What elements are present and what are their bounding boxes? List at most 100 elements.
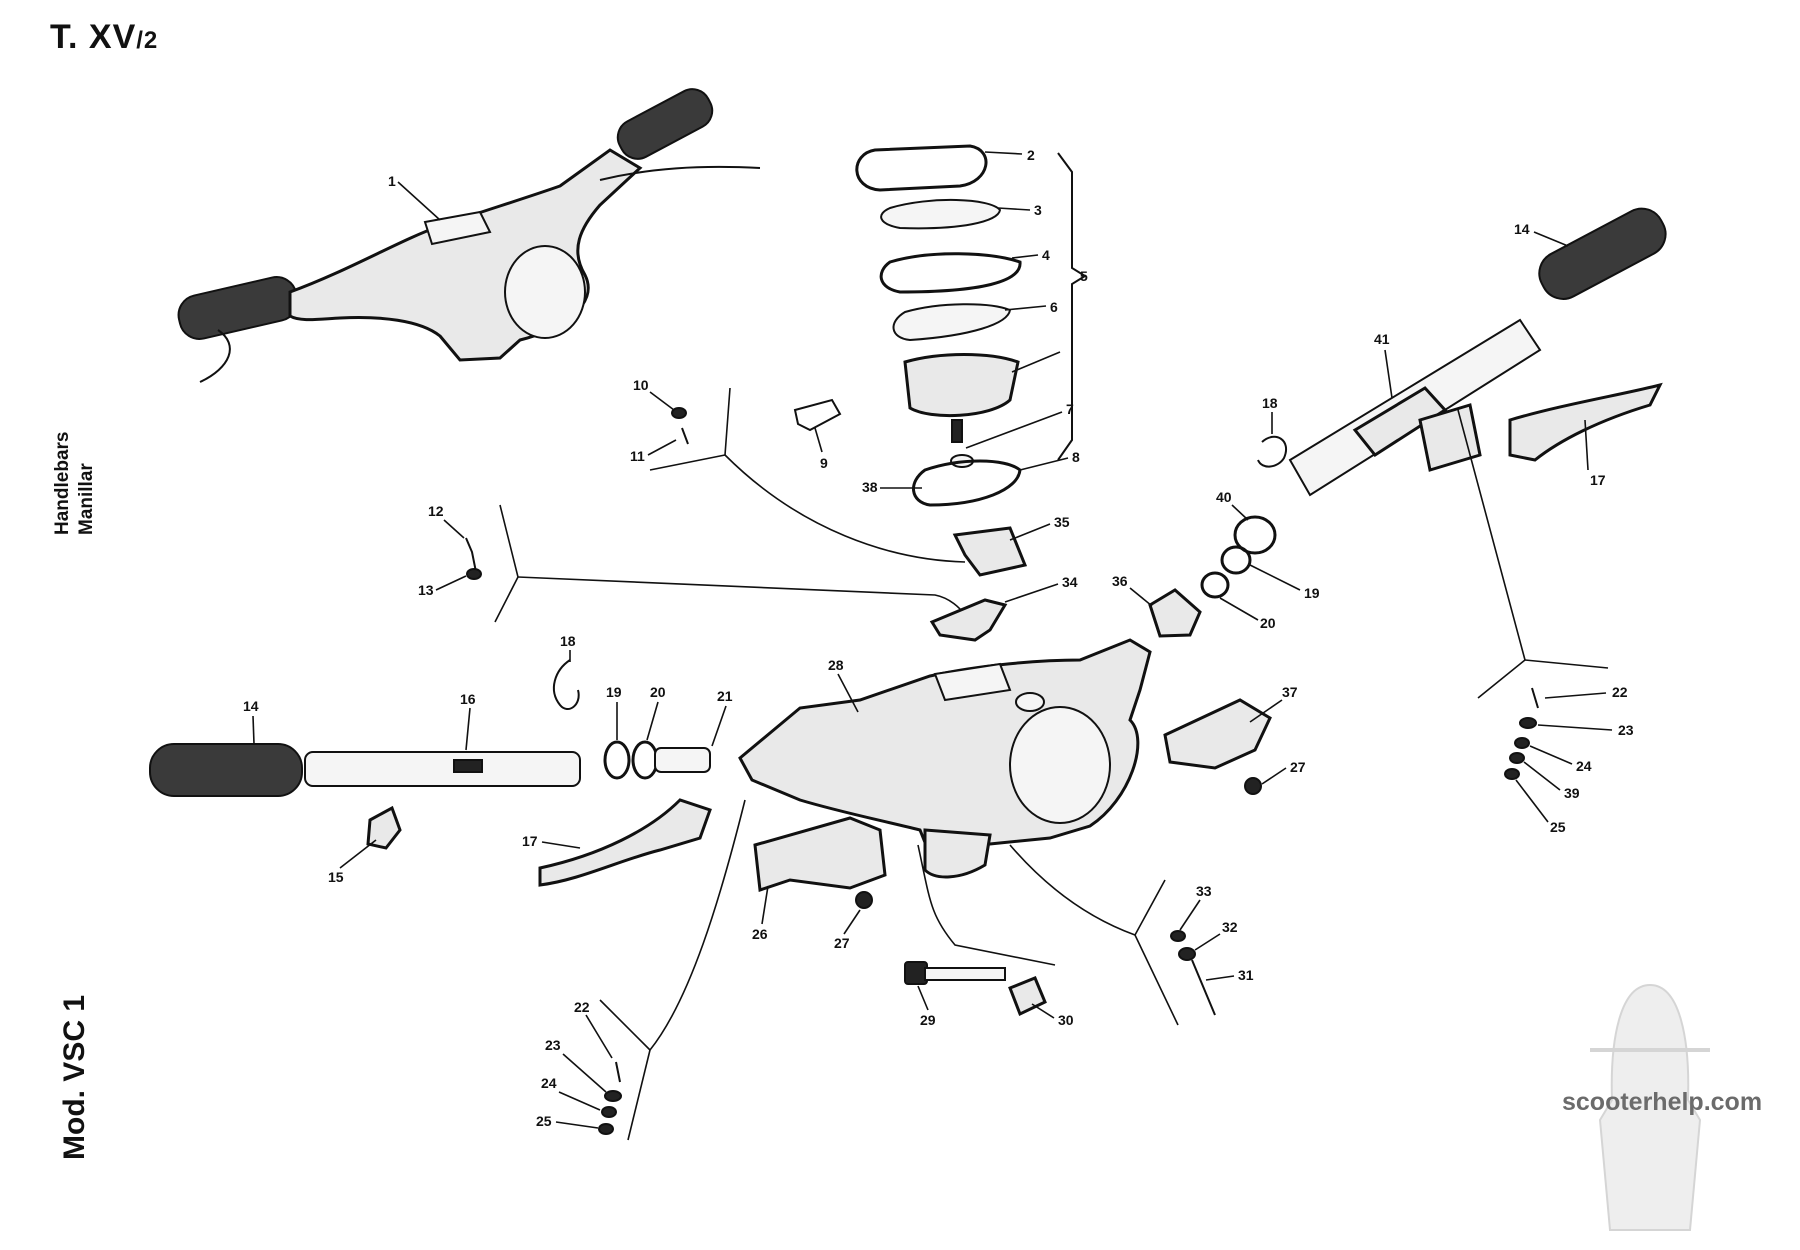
speedo-gasket [912,459,1022,507]
assembled-handlebar [177,88,761,383]
group-5-brace [1057,152,1087,461]
washer-24-left [601,1106,617,1118]
label-4: 4 [1042,247,1050,263]
clamp-15 [366,805,402,850]
leader-28 [837,673,859,713]
leader-10 [649,391,675,411]
spring-clip-18 [1257,435,1287,468]
leader-24-left [558,1091,601,1111]
washer-23-right [1519,717,1537,729]
lever-bracket [1418,403,1482,472]
label-26: 26 [752,926,768,942]
label-23-left: 23 [545,1037,561,1053]
leader-37 [1249,699,1283,723]
scooter-silhouette-icon [1590,983,1710,1231]
label-17-right: 17 [1590,472,1606,488]
label-21: 21 [717,688,733,704]
block-30 [1008,976,1047,1017]
label-33: 33 [1196,883,1212,899]
leader-19-right [1249,564,1301,591]
main-handlebar-housing [738,638,1152,879]
housing-steering-opening [1009,706,1111,824]
label-34: 34 [1062,574,1078,590]
leader-33 [1179,899,1201,931]
label-19-left: 19 [606,684,622,700]
speedometer-unit [903,353,1020,417]
nut-27-left [855,891,873,909]
label-5: 5 [1080,268,1088,284]
label-22-left: 22 [574,999,590,1015]
nut-25-right [1504,768,1520,780]
leader-23-right [1537,724,1613,731]
label-16: 16 [460,691,476,707]
leader-23-left [562,1053,607,1093]
leader-41 [1384,349,1393,399]
right-handlebar-assembly [1148,207,1667,699]
label-10: 10 [633,377,649,393]
handlebar-body [288,148,643,362]
label-3: 3 [1034,202,1042,218]
speedo-opening [423,210,492,246]
bracket-line-22-left [599,799,746,1052]
label-29: 29 [920,1012,936,1028]
label-20-left: 20 [650,684,666,700]
spring-clip-18-left [552,659,580,710]
leader-speedo [1011,351,1061,373]
right-fasteners [1504,687,1539,780]
housing-column [923,828,992,879]
bolt-shank-29 [924,967,1006,981]
leader-30 [1031,1003,1055,1019]
leader-22-right [1544,692,1607,699]
nut-27-right [1244,777,1262,795]
bracket-line-35 [724,454,966,563]
label-1: 1 [388,173,396,189]
leader-35 [1009,523,1051,541]
label-2: 2 [1027,147,1035,163]
handlebar-tube-16 [304,751,581,787]
ring-19 [1220,545,1252,575]
speedometer-stack [855,144,1087,507]
left-lever [199,329,231,383]
leader-9 [814,427,823,453]
bracket-line-34 [517,576,966,616]
label-25-right: 25 [1550,819,1566,835]
label-14-left: 14 [243,698,259,714]
leader-1 [397,181,441,221]
leader-17-left [541,841,581,849]
ring-40 [1233,515,1277,555]
label-24-right: 24 [1576,758,1592,774]
washer-13 [466,568,482,580]
label-14-right: 14 [1514,221,1530,237]
screw-22-right [1531,687,1539,709]
leader-20-right [1219,597,1259,621]
sleeve-41 [1352,386,1448,457]
left-fasteners [598,1061,622,1135]
right-grip [616,88,714,160]
leader-39 [1523,761,1561,791]
left-grip-14 [149,743,303,797]
ring-19-left [603,740,631,780]
housing-speedo-opening [933,662,1012,702]
leader-13 [435,575,467,591]
label-38: 38 [862,479,878,495]
leader-12 [443,519,465,539]
leader-34 [1004,583,1059,603]
label-25-left: 25 [536,1113,552,1129]
speedo-face [892,303,1012,342]
leader-17-right [1584,419,1589,471]
label-15: 15 [328,869,344,885]
tube-slot [453,759,483,773]
pivot-36 [1148,588,1202,638]
leader-7 [965,411,1063,449]
cover-37 [1163,698,1272,770]
leader-27-right [1261,767,1287,785]
plate-title-main: T. XV [50,18,137,56]
label-18-right: 18 [1262,395,1278,411]
label-19-right: 19 [1304,585,1320,601]
label-17-left: 17 [522,833,538,849]
bracket-line-12 [494,504,519,623]
leader-6 [1004,305,1047,311]
screw-11 [681,427,689,445]
